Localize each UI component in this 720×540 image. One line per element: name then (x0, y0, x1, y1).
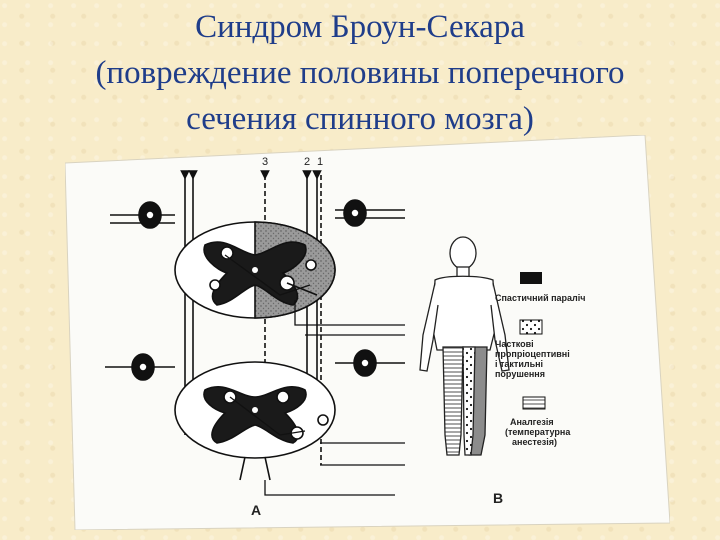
legend-proprioceptive-line-3: і тактильні (495, 359, 543, 369)
lower-cord-section (174, 361, 336, 481)
panel-b-label: B (493, 490, 503, 506)
legend-analgesia-line-3: анестезія) (512, 437, 557, 447)
title-line-2: (повреждение половины поперечного (95, 55, 625, 91)
legend-proprioceptive-line-2: пропріоцептивні (495, 349, 570, 359)
figure-panel: 3 2 1 A (65, 135, 670, 530)
brown-sequard-figure: 3 2 1 A (65, 135, 670, 530)
figure-paper (65, 135, 670, 530)
title-line-3: сечения спинного мозга) (186, 101, 534, 137)
panel-a-label: A (251, 502, 261, 518)
panel-a (105, 170, 405, 496)
panel-b: Спастичний параліч Часткові пропріоцепти… (419, 236, 586, 456)
legend-analgesia-line-2: (температурна (505, 427, 571, 437)
tract-number-3: 3 (262, 156, 268, 168)
legend-proprioceptive-line-1: Часткові (495, 339, 534, 349)
nerve-roots (105, 199, 405, 381)
tract-number-1: 1 (317, 156, 323, 168)
title-line-1: Синдром Броун-Секара (195, 9, 525, 45)
tract-number-2: 2 (304, 156, 310, 168)
human-body-figure (419, 236, 510, 456)
peripheral-fibers (264, 300, 405, 496)
legend-analgesia-line-1: Аналгезія (510, 417, 554, 427)
upper-cord-section (174, 221, 336, 319)
legend-swatch-spastic (520, 272, 542, 284)
legend-swatch-proprioceptive (519, 319, 543, 335)
legend-proprioceptive-line-4: порушення (495, 369, 545, 379)
legend-spastic-paralysis: Спастичний параліч (495, 293, 586, 303)
legend-swatch-analgesia (522, 396, 546, 410)
slide-title: Синдром Броун-Секара (повреждение полови… (0, 4, 720, 142)
